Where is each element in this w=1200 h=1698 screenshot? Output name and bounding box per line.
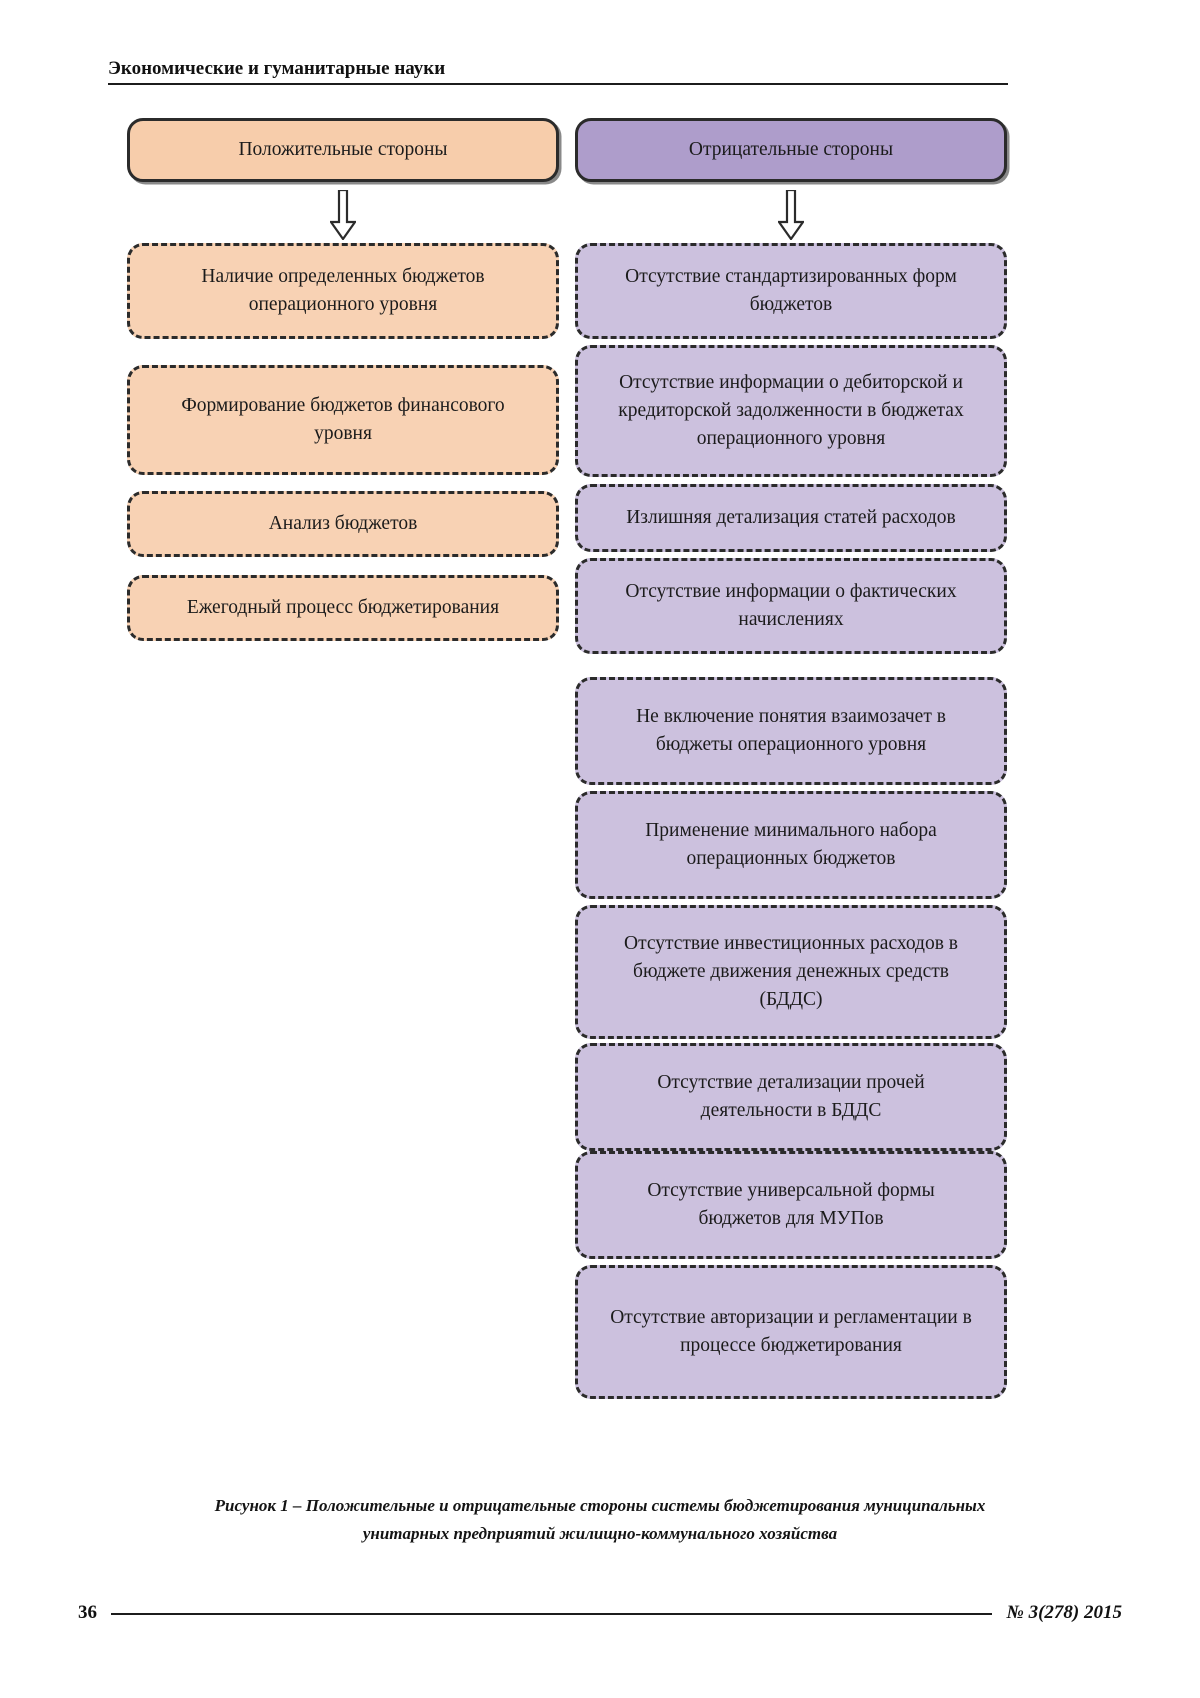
node-positive-2[interactable]: Формирование бюджетов финансового уровня [127,365,559,475]
figure-caption: Рисунок 1 – Положительные и отрицательны… [120,1492,1080,1548]
node-positive-4[interactable]: Ежегодный процесс бюджетирования [127,575,559,641]
running-head-title: Экономические и гуманитарные науки [108,58,446,79]
figure-diagram: Положительные стороны Наличие определенн… [0,118,1200,1418]
node-negative-6[interactable]: Применение минимального набора операцион… [575,791,1007,899]
column-header-positive[interactable]: Положительные стороны [127,118,559,182]
node-positive-1[interactable]: Наличие определенных бюджетов операционн… [127,243,559,339]
node-negative-3[interactable]: Излишняя детализация статей расходов [575,484,1007,552]
journal-issue: № 3(278) 2015 [1006,1602,1122,1623]
node-negative-7[interactable]: Отсутствие инвестиционных расходов в бюд… [575,905,1007,1039]
node-negative-5[interactable]: Не включение понятия взаимозачет в бюдже… [575,677,1007,785]
running-head: Экономические и гуманитарные науки [108,58,1008,85]
node-negative-1[interactable]: Отсутствие стандартизированных форм бюдж… [575,243,1007,339]
figure-caption-line-2: унитарных предприятий жилищно-коммунальн… [362,1524,838,1544]
running-head-rule [108,83,1008,85]
page-footer: 36 № 3(278) 2015 [78,1602,1122,1624]
down-block-arrow-icon [330,190,356,240]
column-header-negative[interactable]: Отрицательные стороны [575,118,1007,182]
node-negative-8[interactable]: Отсутствие детализации прочей деятельнос… [575,1043,1007,1151]
node-positive-3[interactable]: Анализ бюджетов [127,491,559,557]
node-negative-10[interactable]: Отсутствие авторизации и регламентации в… [575,1265,1007,1399]
down-block-arrow-icon [778,190,804,240]
node-negative-4[interactable]: Отсутствие информации о фактических начи… [575,558,1007,654]
node-negative-9[interactable]: Отсутствие универсальной формы бюджетов … [575,1151,1007,1259]
footer-rule [111,1613,993,1615]
node-negative-2[interactable]: Отсутствие информации о дебиторской и кр… [575,345,1007,477]
figure-caption-line-1: Рисунок 1 – Положительные и отрицательны… [214,1496,986,1515]
page-number: 36 [78,1602,97,1623]
